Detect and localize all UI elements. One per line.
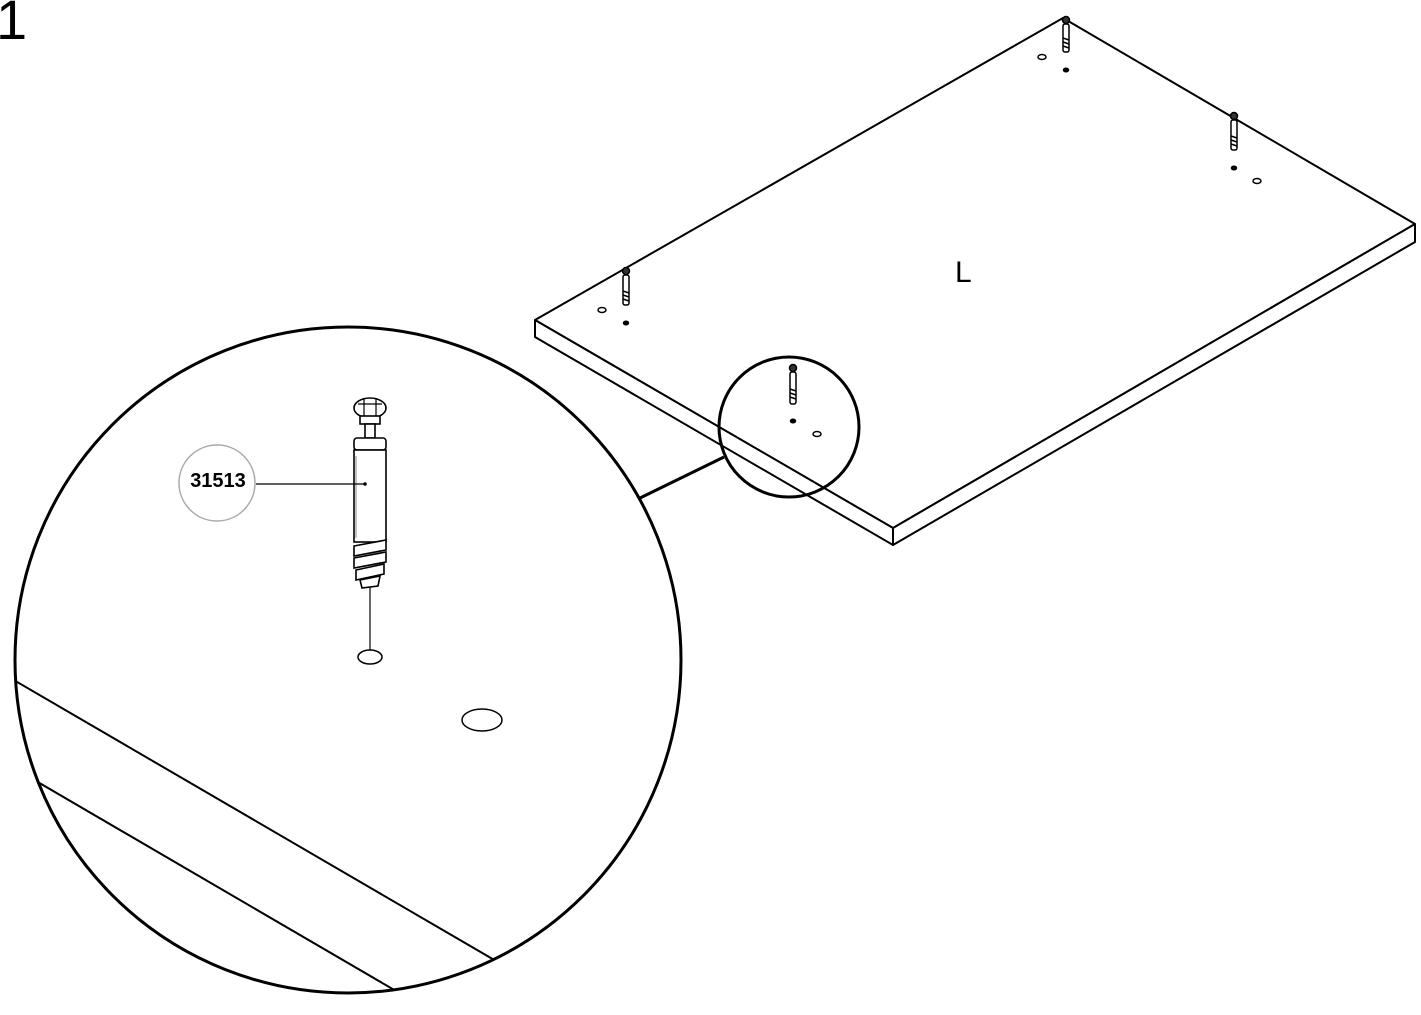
- board-edge-line: [15, 671, 521, 976]
- cam-bolt-icon: [1061, 15, 1071, 53]
- part-callout-circle: [178, 444, 256, 522]
- magnified-detail-circle: [13, 325, 683, 995]
- cam-bolt-icon: [353, 397, 387, 589]
- hole-marker: [597, 306, 607, 314]
- hole-marker: [812, 430, 822, 438]
- cam-bolt-icon: [621, 266, 631, 306]
- hole-marker: [1037, 53, 1047, 61]
- cam-bolt-icon: [788, 363, 798, 405]
- pin-hole: [461, 708, 503, 732]
- hole-marker: [789, 418, 797, 424]
- detail-source-circle: [717, 355, 861, 499]
- magnified-detail: [13, 325, 683, 995]
- bolt-hole: [357, 649, 383, 665]
- hole-marker: [1252, 177, 1262, 185]
- board-holes: [597, 53, 1262, 438]
- detail-connector-line: [639, 455, 725, 500]
- step-number: 1: [0, 0, 28, 51]
- hole-marker: [1062, 67, 1070, 73]
- board-edge-line: [15, 759, 421, 993]
- cam-bolt-icon: [1229, 111, 1239, 151]
- board-side-edge: [892, 223, 1416, 546]
- hole-marker: [1230, 165, 1238, 171]
- part-number-label: 31513: [190, 470, 246, 492]
- hole-marker: [622, 320, 630, 326]
- board-top-face: [534, 17, 1416, 529]
- board-panel: [534, 17, 1416, 546]
- panel-label: L: [955, 256, 972, 289]
